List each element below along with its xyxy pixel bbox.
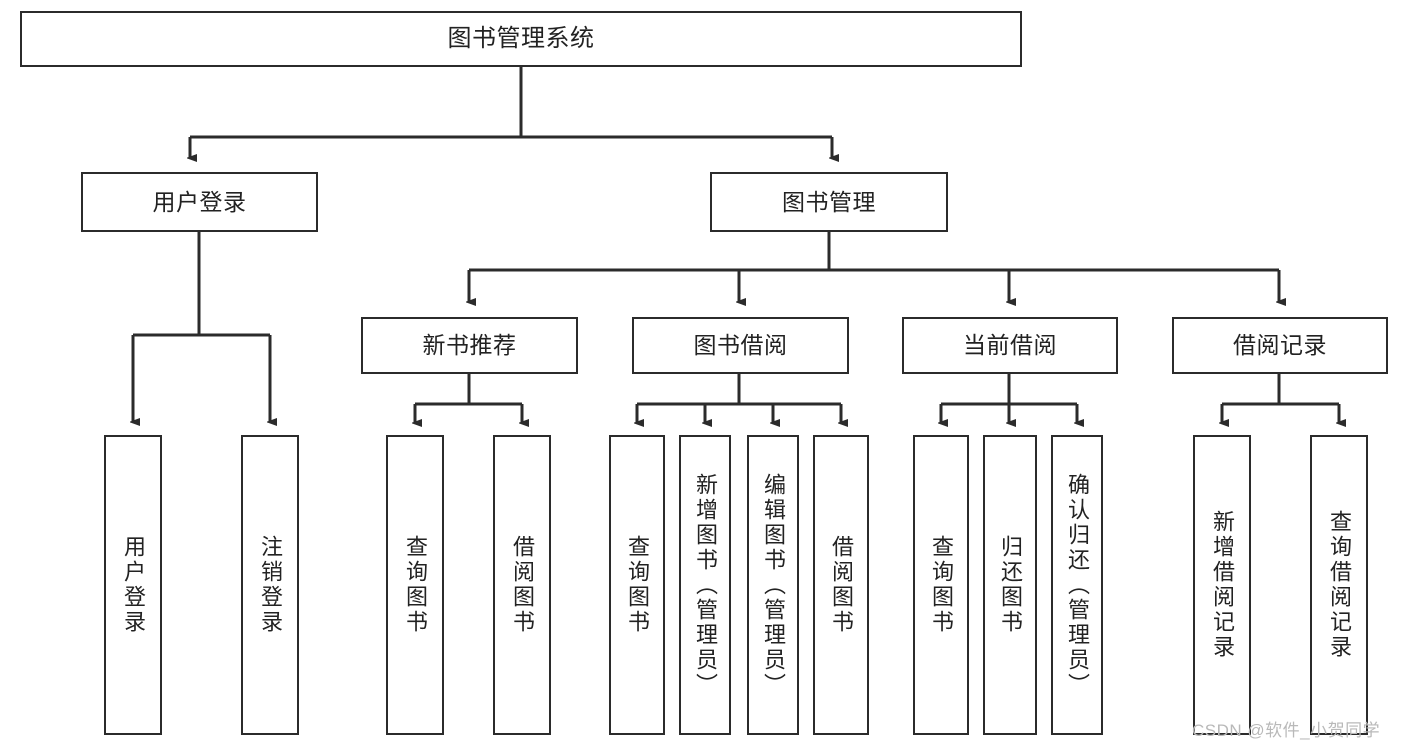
leaf-book-borrow-add-book-admin[interactable]: 新增图书（管理员） [679,435,731,735]
leaf-user-login-logout[interactable]: 注销登录 [241,435,299,735]
node-label: 归还图书 [997,535,1023,635]
watermark-text: CSDN @软件_小贺同学 [1192,721,1381,740]
node-book-borrow[interactable]: 图书借阅 [632,317,849,374]
leaf-book-borrow-query-book[interactable]: 查询图书 [609,435,665,735]
node-label: 查询图书 [928,535,954,635]
node-label: 新书推荐 [422,332,517,358]
node-label: 借阅记录 [1233,332,1327,358]
node-label: 查询图书 [624,535,650,635]
leaf-book-borrow-edit-book-admin[interactable]: 编辑图书（管理员） [747,435,799,735]
leaf-current-borrow-query-book[interactable]: 查询图书 [913,435,969,735]
node-root-system[interactable]: 图书管理系统 [20,11,1022,67]
node-label: 借阅图书 [828,535,854,635]
leaf-borrow-record-add-record[interactable]: 新增借阅记录 [1193,435,1251,735]
node-label: 当前借阅 [963,332,1057,358]
leaf-borrow-record-query-record[interactable]: 查询借阅记录 [1310,435,1368,735]
node-label: 借阅图书 [509,535,535,635]
node-user-login[interactable]: 用户登录 [81,172,318,232]
node-new-book-recommend[interactable]: 新书推荐 [361,317,578,374]
leaf-new-book-query-book[interactable]: 查询图书 [386,435,444,735]
node-label: 查询借阅记录 [1326,510,1352,660]
node-label: 确认归还（管理员） [1064,472,1090,698]
node-label: 用户登录 [120,535,146,635]
node-label: 新增图书（管理员） [692,472,718,698]
node-current-borrow[interactable]: 当前借阅 [902,317,1118,374]
leaf-user-login-login[interactable]: 用户登录 [104,435,162,735]
node-label: 图书借阅 [693,332,788,358]
leaf-book-borrow-borrow-book[interactable]: 借阅图书 [813,435,869,735]
leaf-current-borrow-confirm-return-admin[interactable]: 确认归还（管理员） [1051,435,1103,735]
leaf-current-borrow-return-book[interactable]: 归还图书 [983,435,1037,735]
leaf-new-book-borrow-book[interactable]: 借阅图书 [493,435,551,735]
node-label: 新增借阅记录 [1209,510,1235,660]
node-label: 注销登录 [257,535,283,635]
node-label: 编辑图书（管理员） [760,472,786,698]
node-label: 图书管理系统 [447,25,595,52]
node-label: 用户登录 [152,188,247,215]
node-label: 查询图书 [402,535,428,635]
node-borrow-record[interactable]: 借阅记录 [1172,317,1388,374]
node-label: 图书管理 [782,188,876,215]
node-book-management[interactable]: 图书管理 [710,172,948,232]
